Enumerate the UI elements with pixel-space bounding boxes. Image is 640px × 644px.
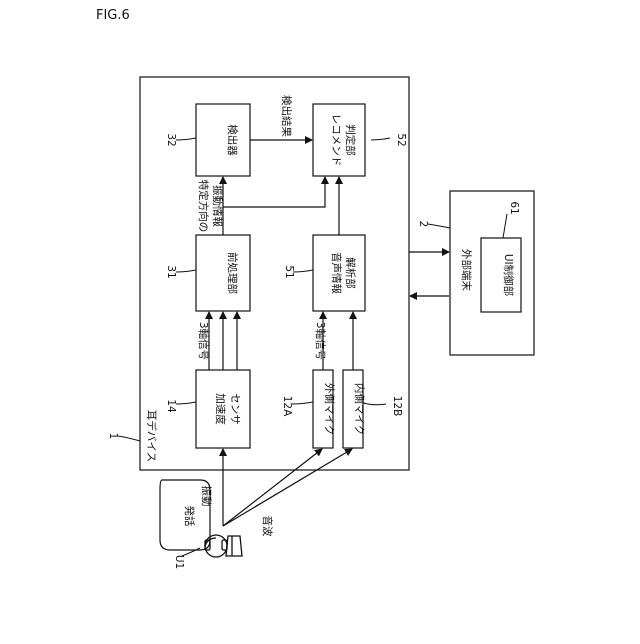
- three-axis-signal-left: 3軸信号: [197, 322, 210, 360]
- ref-61: 61: [508, 201, 520, 214]
- detection-result-label: 検出結果: [280, 95, 293, 137]
- sound-wave-arrow-inner: [223, 449, 352, 526]
- specific-direction-line2: 振動情報: [211, 185, 224, 227]
- accelerometer-label-line1: 加速度: [214, 393, 227, 425]
- detector-label: 検出器: [226, 124, 239, 156]
- ref-2: 2: [417, 221, 429, 228]
- leader-12a: [292, 402, 313, 404]
- three-axis-signal-right: 3軸信号: [314, 322, 327, 360]
- sound-wave-arrow-outer: [223, 449, 322, 526]
- ear-device-label: 耳デバイス: [145, 410, 158, 462]
- figure-label: FIG.6: [96, 8, 130, 23]
- leader-2: [428, 224, 450, 228]
- leader-14: [176, 402, 196, 404]
- ui-control-label: UI制御部: [502, 254, 515, 296]
- recommend-label-line1: レコメンド: [330, 114, 342, 167]
- ref-32: 32: [165, 133, 177, 146]
- outer-mic-label: 外側マイク: [323, 383, 336, 435]
- audio-analysis-label-line1: 音声情報: [330, 252, 343, 294]
- preprocess-block: [196, 235, 250, 311]
- vibration-info-branch: [223, 177, 325, 207]
- ref-u1: U1: [173, 555, 185, 569]
- vibration-label: 振動: [200, 486, 213, 507]
- preprocess-label: 前処理部: [226, 252, 239, 294]
- leader-12b: [363, 403, 386, 405]
- accelerometer-label-line2: センサ: [229, 393, 241, 425]
- ref-52: 52: [395, 133, 407, 146]
- external-terminal-label: 外部端末: [460, 249, 473, 291]
- detector-block: [196, 104, 250, 176]
- sound-wave-label: 音波: [261, 516, 274, 537]
- leader-device: [118, 436, 140, 441]
- inner-mic-label: 内側マイク: [353, 383, 366, 435]
- ref-12b: 12B: [391, 396, 403, 417]
- audio-analysis-label-line2: 解析部: [344, 257, 357, 289]
- ref-51: 51: [283, 265, 295, 278]
- ear-device-frame: [140, 77, 409, 470]
- ref-14: 14: [165, 399, 177, 413]
- recommend-label-line2: 判定部: [344, 124, 357, 156]
- leader-52: [371, 138, 390, 140]
- ref-31: 31: [165, 265, 177, 278]
- speech-label: 発話: [183, 506, 196, 527]
- ui-control-block: [481, 238, 521, 312]
- ref-1: 1: [107, 433, 119, 440]
- leader-51: [293, 270, 313, 272]
- ref-12a: 12A: [281, 396, 293, 417]
- leader-61: [503, 214, 507, 238]
- leader-32: [176, 138, 196, 140]
- specific-direction-line1: 特定方向の: [197, 180, 210, 233]
- leader-31: [176, 270, 196, 272]
